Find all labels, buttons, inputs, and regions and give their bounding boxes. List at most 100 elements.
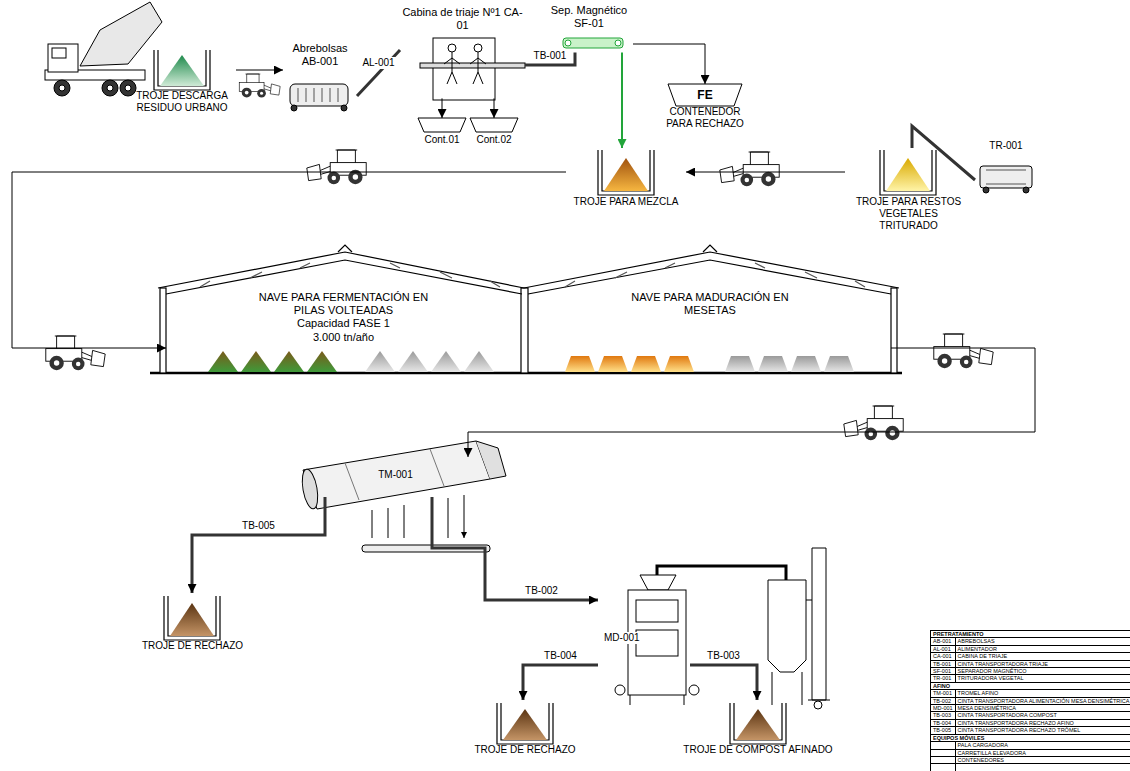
container: Cont.01 xyxy=(418,118,466,146)
conveyor-belt xyxy=(432,497,598,600)
pile-bay: TROJE DESCARGA RESIDUO URBANO xyxy=(128,48,236,114)
wheel-loader xyxy=(844,420,858,436)
graphic-area xyxy=(283,68,357,108)
wheel-loader xyxy=(741,174,754,187)
table-cell: CA-001 xyxy=(931,653,956,660)
dump-truck xyxy=(107,85,113,91)
node-label: TROJE DESCARGA RESIDUO URBANO xyxy=(130,90,235,114)
node-label: Cont.02 xyxy=(470,134,518,146)
graphic-area xyxy=(465,700,585,744)
conveyor-label: TB-002 xyxy=(523,585,560,597)
bag-opener-machine xyxy=(291,105,297,111)
flow-arrow xyxy=(621,52,623,148)
table-cell: TB-004 xyxy=(931,719,956,726)
graphic-area xyxy=(418,118,466,134)
sorting-cabin xyxy=(448,44,456,52)
table-row: AB-001ABREBOLSAS xyxy=(931,638,1130,645)
compost-pile xyxy=(598,356,628,372)
hall-structure xyxy=(150,245,902,373)
node-label: CONTENEDOR PARA RECHAZO xyxy=(659,106,751,130)
conveyor-label: TB-001 xyxy=(532,50,569,62)
node-label: NAVE PARA FERMENTACIÓN EN PILAS VOLTEADA… xyxy=(253,291,435,317)
density-table-machine xyxy=(615,685,625,695)
compost-pile xyxy=(464,351,494,372)
table-cell-empty xyxy=(931,764,956,771)
table-cell: PALA CARGADORA xyxy=(955,742,1130,749)
conveyor-label: AL-001 xyxy=(360,57,396,69)
material-pile xyxy=(503,709,547,740)
trommel-screen xyxy=(300,441,506,552)
node-label: Sep. Magnético SF-01 xyxy=(545,4,633,30)
bag-opener: Abrebolsas AB-001 xyxy=(283,42,357,108)
hall-structure xyxy=(158,252,899,288)
table-row: PALA CARGADORA xyxy=(931,742,1130,749)
table-cell-empty xyxy=(931,742,956,749)
hall-structure xyxy=(166,260,891,294)
compost-pile xyxy=(631,356,661,372)
material-pile xyxy=(160,55,930,740)
wheel-loader xyxy=(257,89,266,98)
dust-extraction xyxy=(657,566,786,580)
wheel-loader xyxy=(720,166,734,182)
wheel-loader xyxy=(76,362,81,367)
wheel-loader xyxy=(766,176,771,181)
wheel-loader xyxy=(890,430,895,435)
bag-opener-machine xyxy=(290,84,348,106)
wheel-loader xyxy=(49,356,63,370)
compost-pile xyxy=(565,356,595,372)
magnetic-separator xyxy=(565,40,571,46)
table-cell: TROMEL AFINO xyxy=(955,690,1130,697)
wheel-loader xyxy=(844,406,903,440)
wheel-loader xyxy=(260,92,263,95)
wheel-loader xyxy=(328,172,341,185)
sorting-cabin xyxy=(474,44,482,52)
wheel-loader xyxy=(353,174,358,179)
wheel-loader xyxy=(242,88,252,98)
conveyor-belt xyxy=(357,50,400,96)
storage-bay xyxy=(154,50,936,744)
storage-bay xyxy=(598,150,654,195)
graphic-area xyxy=(845,148,972,196)
wheel-loader xyxy=(270,84,280,95)
trommel-screen xyxy=(372,495,464,538)
dump-truck xyxy=(125,85,131,91)
table-heading: PRETRATAMIENTO xyxy=(931,631,1130,638)
table-cell: ALIMENTADOR xyxy=(955,645,1130,652)
table-cell: CINTA TRANSPORTADORA RECHAZO TRÓMEL xyxy=(955,727,1130,734)
storage-bay xyxy=(880,150,936,195)
table-cell: CABINA DE TRIAJE xyxy=(955,653,1130,660)
dump-truck xyxy=(80,2,162,66)
wheel-loader xyxy=(55,336,77,349)
wheel-loader xyxy=(245,91,249,95)
fermentation-hall: NAVE PARA FERMENTACIÓN EN PILAS VOLTEADA… xyxy=(166,255,521,373)
flow-arrow xyxy=(633,44,705,84)
bag-opener-machine xyxy=(298,88,338,102)
table-row: AL-001ALIMENTADOR xyxy=(931,645,1130,652)
wheel-loader xyxy=(934,334,993,368)
compost-pile xyxy=(307,351,337,372)
storage-bay xyxy=(730,703,786,744)
wheel-loader xyxy=(46,336,105,370)
magnetic-separator xyxy=(563,38,623,48)
wheel-loader xyxy=(720,152,779,186)
table-heading: EQUIPOS MÓVILES xyxy=(931,734,1130,741)
magnetic-separator xyxy=(615,40,621,46)
node-label: Capacidad FASE 1 3.000 tn/año xyxy=(291,317,396,343)
dump-truck xyxy=(54,80,70,96)
density-table-machine xyxy=(640,575,676,590)
wheel-loader xyxy=(865,428,878,441)
table-cell: CONTENEDORES xyxy=(955,756,1130,763)
dump-truck xyxy=(45,2,162,96)
dump-truck xyxy=(59,85,65,91)
table-row: TB-005CINTA TRANSPORTADORA RECHAZO TRÓME… xyxy=(931,727,1130,734)
sorting-cabin xyxy=(420,63,525,68)
table-cell-empty xyxy=(931,756,956,763)
node-label: TROJE PARA RESTOS VEGETALES TRITURADO xyxy=(850,196,968,232)
trommel-screen xyxy=(476,441,506,479)
table-cell: CINTA TRANSPORTADORA RECHAZO AFINO xyxy=(955,719,1130,726)
wheel-loader xyxy=(960,356,973,369)
pile-bay: TROJE DE RECHAZO xyxy=(130,593,255,652)
table-row: EQUIPOS MÓVILES xyxy=(931,734,1130,741)
table-cell: MESA DENSIMÉTRICA xyxy=(955,705,1130,712)
graphic-area xyxy=(975,152,1037,192)
